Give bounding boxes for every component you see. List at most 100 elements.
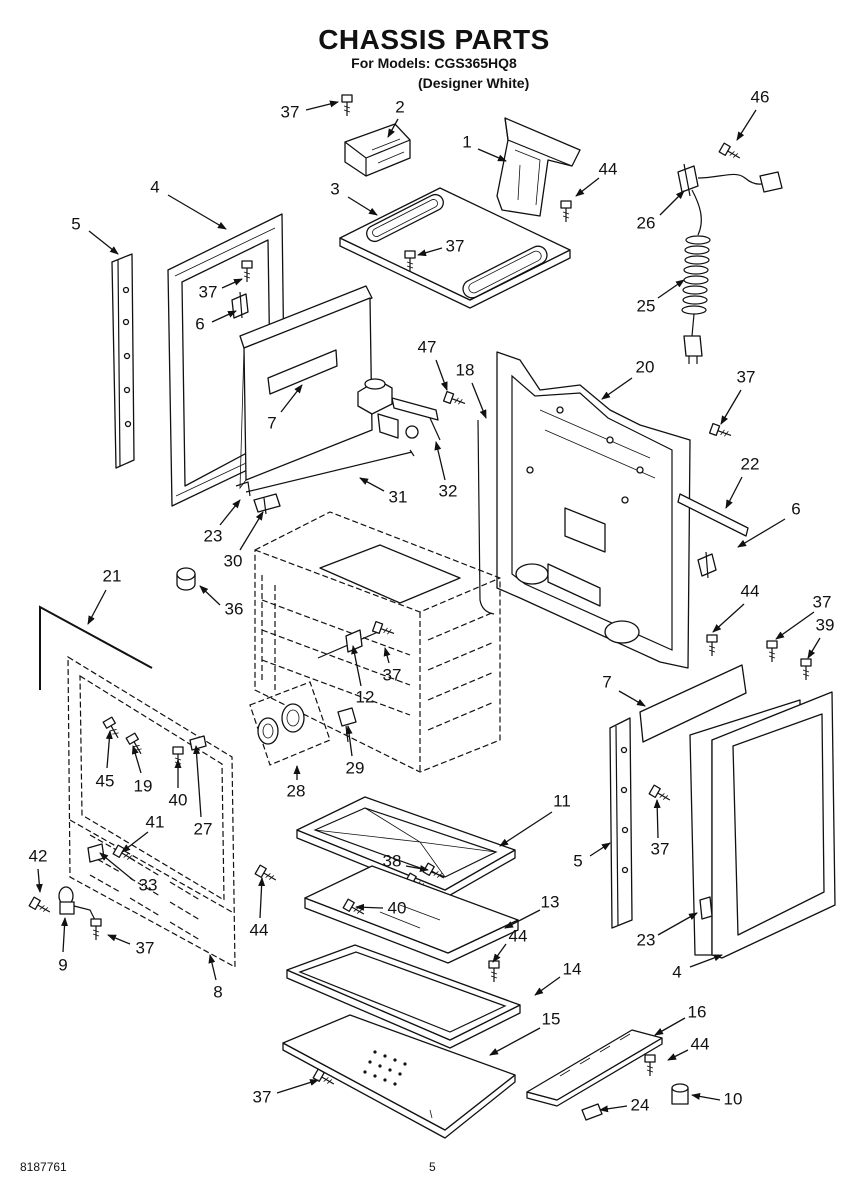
screw-icon xyxy=(371,620,397,639)
callout: 8 xyxy=(208,954,223,1001)
callout-leader-arrow xyxy=(589,842,611,857)
callout-label: 4 xyxy=(150,177,159,196)
screw-icon xyxy=(102,716,123,742)
callout: 29 xyxy=(346,725,364,777)
callout-leader-arrow xyxy=(35,868,43,893)
callout: 40 xyxy=(169,759,187,809)
callout-leader-arrow xyxy=(121,831,149,853)
callout: 1 xyxy=(462,132,507,162)
side-trim-part-5-left xyxy=(111,253,135,469)
page-title: CHASSIS PARTS xyxy=(318,24,550,55)
burner-plate-part-3 xyxy=(339,187,571,309)
callout-label: 37 xyxy=(253,1087,272,1106)
callout-label: 25 xyxy=(637,296,656,315)
callout: 37 xyxy=(775,592,831,640)
callout: 37 xyxy=(253,1079,319,1106)
callout: 2 xyxy=(387,97,405,138)
callout-label: 4 xyxy=(672,962,681,981)
valve-assembly-part-32 xyxy=(357,378,441,441)
screw-icon xyxy=(341,94,353,117)
gasket-part-18 xyxy=(477,419,495,615)
callout: 46 xyxy=(736,87,770,141)
callout: 26 xyxy=(637,190,685,232)
callout-leader-arrow xyxy=(499,811,553,847)
callout: 20 xyxy=(601,357,655,400)
cord-bracket-part-26 xyxy=(677,163,699,197)
plug-part-29 xyxy=(337,707,357,743)
callout: 9 xyxy=(58,917,69,974)
callout-label: 39 xyxy=(816,615,835,634)
callout: 44 xyxy=(250,877,268,939)
callout-label: 37 xyxy=(136,938,155,957)
callout-leader-arrow xyxy=(383,647,391,664)
callout-label: 26 xyxy=(637,213,656,232)
callout: 33 xyxy=(99,852,158,894)
callout-leader-arrow xyxy=(435,359,448,391)
callout-leader-arrow xyxy=(657,912,698,936)
callout-label: 36 xyxy=(225,599,244,618)
power-cord-part-25 xyxy=(681,171,783,364)
callout: 37 xyxy=(383,647,401,684)
callout: 38 xyxy=(383,851,429,873)
callout-leader-arrow xyxy=(736,109,757,141)
callout: 3 xyxy=(330,179,378,216)
callout-leader-arrow xyxy=(667,1049,689,1061)
callout: 32 xyxy=(434,441,457,500)
top-bracket-part-2 xyxy=(344,123,411,177)
callout-label: 14 xyxy=(563,959,582,978)
knob-part-10 xyxy=(671,1083,689,1105)
callout-label: 13 xyxy=(541,892,560,911)
callout: 23 xyxy=(637,912,698,949)
callout-label: 23 xyxy=(204,526,223,545)
cap-part-36 xyxy=(176,567,196,591)
callout-label: 33 xyxy=(139,875,158,894)
burner-pan-part-11 xyxy=(296,796,516,899)
callout-leader-arrow xyxy=(477,148,507,162)
callout-label: 28 xyxy=(287,781,306,800)
callout-leader-arrow xyxy=(691,1092,721,1101)
callout-leader-arrow xyxy=(534,976,561,996)
screw-icon xyxy=(125,732,146,758)
callout-label: 37 xyxy=(737,367,756,386)
callout: 6 xyxy=(195,310,237,333)
callout-leader-arrow xyxy=(417,247,443,257)
callout-label: 23 xyxy=(637,930,656,949)
callout-label: 46 xyxy=(751,87,770,106)
callout-label: 7 xyxy=(602,672,611,691)
callout-label: 31 xyxy=(389,487,408,506)
callout: 21 xyxy=(87,566,121,625)
callout: 11 xyxy=(499,791,571,847)
callout: 28 xyxy=(287,765,306,800)
callout-label: 16 xyxy=(688,1002,707,1021)
callout-label: 37 xyxy=(199,282,218,301)
callout-leader-arrow xyxy=(87,589,107,625)
callout: 13 xyxy=(504,892,560,929)
callout-leader-arrow xyxy=(492,943,507,963)
callout: 7 xyxy=(267,384,303,432)
callout-leader-arrow xyxy=(88,230,119,255)
callout-label: 44 xyxy=(509,926,528,945)
side-panel-part-4-right xyxy=(689,691,836,959)
callout-leader-arrow xyxy=(351,645,362,687)
callout-leader-arrow xyxy=(720,389,742,425)
callout-leader-arrow xyxy=(355,903,384,911)
screw-icon xyxy=(254,864,280,885)
callout: 37 xyxy=(107,934,155,957)
document-number: 8187761 xyxy=(20,1160,67,1174)
callout: 37 xyxy=(417,236,464,257)
callout-label: 2 xyxy=(395,97,404,116)
callout-label: 30 xyxy=(224,551,243,570)
callout-leader-arrow xyxy=(107,934,131,945)
screw-icon xyxy=(488,960,500,983)
callout-label: 20 xyxy=(636,357,655,376)
callout: 31 xyxy=(359,477,408,506)
callout: 39 xyxy=(807,615,835,659)
callout-label: 41 xyxy=(146,812,165,831)
callout-leader-arrow xyxy=(489,1027,541,1056)
callout: 27 xyxy=(193,745,212,838)
callout: 44 xyxy=(492,926,528,963)
callout: 44 xyxy=(667,1034,709,1061)
bracket-part-6-right xyxy=(697,551,717,579)
callout-leader-arrow xyxy=(305,100,339,111)
callout-label: 45 xyxy=(96,771,115,790)
